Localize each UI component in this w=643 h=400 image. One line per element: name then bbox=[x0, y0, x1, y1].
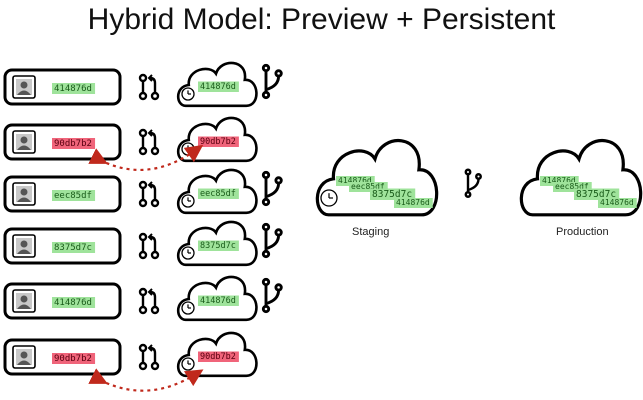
persistent-environments: 414876deec85df8375d7c414876d414876deec85… bbox=[315, 138, 643, 217]
production-label: Production bbox=[556, 226, 609, 238]
svg-text:414876d: 414876d bbox=[200, 82, 236, 92]
pull-request-icon bbox=[138, 73, 160, 101]
svg-text:90db7b2: 90db7b2 bbox=[200, 352, 236, 362]
rollback-arrow bbox=[88, 368, 204, 392]
svg-text:90db7b2: 90db7b2 bbox=[200, 137, 236, 147]
git-branch-icon bbox=[261, 170, 283, 207]
commit-hash-tag: 414876d bbox=[336, 176, 375, 186]
staging-label: Staging bbox=[352, 226, 390, 238]
preview-row: 8375d7c 8375d7c bbox=[3, 220, 283, 267]
commit-hash-tag: eec85df bbox=[198, 188, 239, 199]
svg-text:90db7b2: 90db7b2 bbox=[54, 354, 92, 364]
svg-text:eec85df: eec85df bbox=[555, 182, 589, 191]
commit-hash-tag: 414876d bbox=[394, 198, 433, 208]
commit-hash-tag: 8375d7c bbox=[370, 188, 416, 200]
diagram-title: Hybrid Model: Preview + Persistent bbox=[87, 3, 556, 36]
commit-hash-tag: 90db7b2 bbox=[198, 136, 239, 147]
clock-icon bbox=[181, 246, 195, 260]
commit-hash-tag: 8375d7c bbox=[574, 188, 620, 200]
commit-hash-tag: 414876d bbox=[52, 83, 96, 94]
svg-text:414876d: 414876d bbox=[338, 176, 372, 185]
clock-icon bbox=[181, 301, 195, 315]
preview-box[interactable]: eec85df bbox=[3, 175, 122, 213]
preview-row: eec85df eec85df bbox=[3, 168, 283, 215]
preview-box[interactable]: 90db7b2 bbox=[3, 123, 122, 161]
preview-row: 90db7b2 90db7b2 bbox=[3, 331, 258, 378]
avatar-icon bbox=[12, 289, 36, 313]
commit-hash-tag: 90db7b2 bbox=[198, 351, 239, 362]
avatar-icon bbox=[12, 75, 36, 99]
commit-hash-tag: 8375d7c bbox=[198, 240, 239, 251]
commit-hash-tag: 414876d bbox=[598, 198, 637, 208]
preview-row: 414876d 414876d bbox=[3, 61, 283, 108]
git-branch-icon bbox=[464, 168, 482, 198]
preview-box[interactable]: 414876d bbox=[3, 68, 122, 106]
commit-hash-tag: eec85df bbox=[349, 182, 388, 192]
pull-request-icon bbox=[138, 287, 160, 315]
commit-hash-tag: 414876d bbox=[52, 297, 96, 308]
svg-text:414876d: 414876d bbox=[600, 198, 634, 207]
svg-text:8375d7c: 8375d7c bbox=[200, 241, 236, 251]
svg-text:eec85df: eec85df bbox=[351, 182, 385, 191]
svg-text:414876d: 414876d bbox=[200, 296, 236, 306]
avatar-icon bbox=[12, 234, 36, 258]
commit-hash-tag: eec85df bbox=[52, 190, 96, 201]
svg-text:90db7b2: 90db7b2 bbox=[54, 139, 92, 149]
clock-icon bbox=[181, 194, 195, 208]
git-branch-icon bbox=[261, 63, 283, 100]
pull-request-icon bbox=[138, 343, 160, 371]
preview-box[interactable]: 90db7b2 bbox=[3, 338, 122, 376]
git-branch-icon bbox=[261, 277, 283, 314]
commit-hash-tag: 414876d bbox=[198, 295, 239, 306]
svg-text:414876d: 414876d bbox=[54, 298, 92, 308]
preview-box[interactable]: 8375d7c bbox=[3, 227, 122, 265]
svg-text:414876d: 414876d bbox=[396, 198, 430, 207]
clock-icon bbox=[181, 357, 195, 371]
svg-text:8375d7c: 8375d7c bbox=[576, 189, 616, 200]
svg-text:8375d7c: 8375d7c bbox=[372, 189, 412, 200]
preview-row: 414876d 414876d bbox=[3, 275, 283, 322]
commit-hash-tag: 90db7b2 bbox=[52, 353, 96, 364]
avatar-icon bbox=[12, 182, 36, 206]
rollback-arrow bbox=[88, 144, 204, 171]
svg-text:8375d7c: 8375d7c bbox=[54, 243, 92, 253]
svg-text:414876d: 414876d bbox=[54, 84, 92, 94]
svg-text:eec85df: eec85df bbox=[54, 191, 92, 201]
avatar-icon bbox=[12, 130, 36, 154]
clock-icon bbox=[181, 142, 195, 156]
commit-hash-tag: eec85df bbox=[553, 182, 592, 192]
svg-text:eec85df: eec85df bbox=[200, 189, 236, 199]
commit-hash-tag: 414876d bbox=[198, 81, 239, 92]
commit-hash-tag: 90db7b2 bbox=[52, 138, 96, 149]
preview-box[interactable]: 414876d bbox=[3, 282, 122, 320]
pull-request-icon bbox=[138, 128, 160, 156]
svg-text:414876d: 414876d bbox=[542, 176, 576, 185]
clock-icon bbox=[181, 87, 195, 101]
git-branch-icon bbox=[261, 222, 283, 259]
commit-hash-tag: 414876d bbox=[540, 176, 579, 186]
pull-request-icon bbox=[138, 180, 160, 208]
pull-request-icon bbox=[138, 232, 160, 260]
avatar-icon bbox=[12, 345, 36, 369]
commit-hash-tag: 8375d7c bbox=[52, 242, 96, 253]
rollback-arrows bbox=[88, 144, 204, 392]
preview-row: 90db7b2 90db7b2 bbox=[3, 116, 258, 163]
clock-icon bbox=[320, 189, 338, 207]
